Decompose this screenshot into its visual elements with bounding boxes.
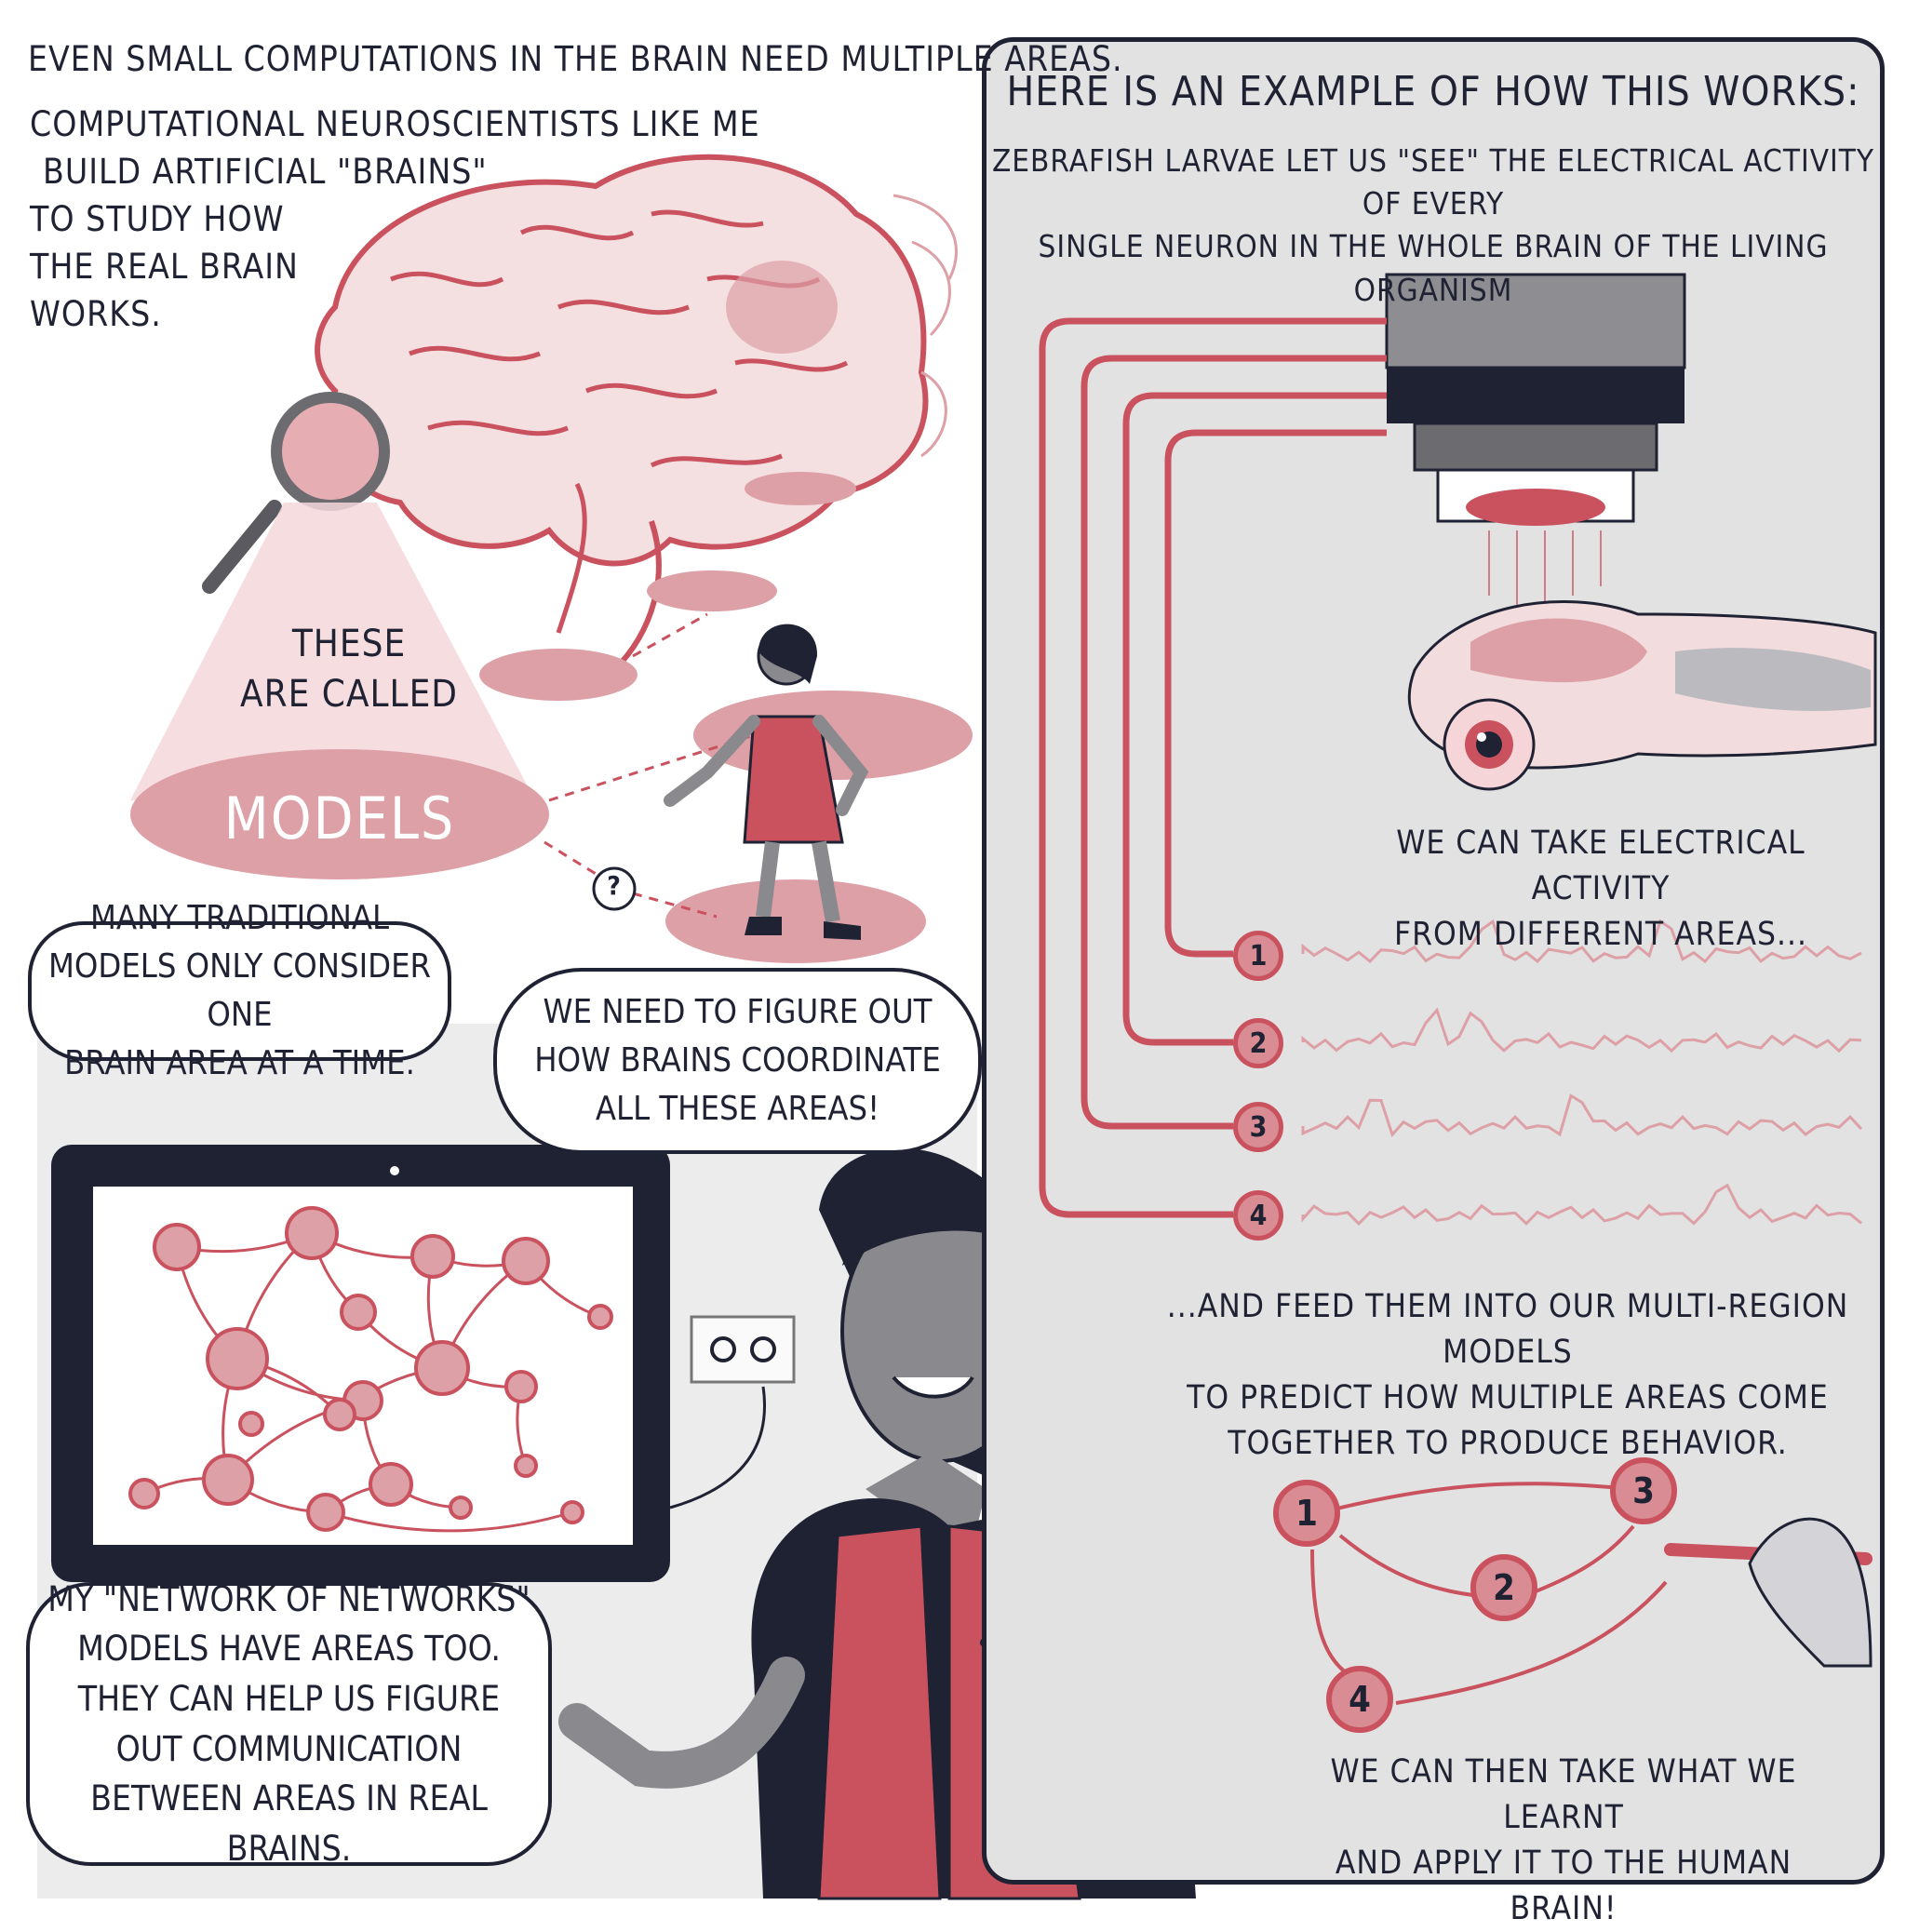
network-node	[502, 1237, 550, 1285]
graph-node-label: 1	[1295, 1493, 1318, 1534]
network-node	[206, 1327, 269, 1390]
network-node	[306, 1493, 345, 1532]
network-node	[323, 1398, 356, 1431]
network-node	[369, 1462, 413, 1507]
network-edge	[325, 1510, 573, 1533]
network-node	[449, 1496, 473, 1520]
network-node	[560, 1500, 584, 1524]
network-node	[410, 1234, 455, 1279]
apply-text: WE CAN THEN TAKE WHAT WE LEARNT AND APPL…	[1284, 1750, 1843, 1932]
graph-node-label: 4	[1349, 1679, 1371, 1720]
graph-node-label: 2	[1493, 1567, 1515, 1608]
graph-node-3: 3	[1610, 1457, 1677, 1524]
these-line-2: ARE CALLED	[239, 673, 459, 716]
bubble-line: THEY CAN HELP US FIGURE	[77, 1678, 501, 1719]
activity-traces	[1301, 919, 1863, 1227]
channel-4: 4	[1233, 1190, 1283, 1241]
intro-line-4: THE REAL BRAIN	[30, 247, 299, 288]
speech-bubble-coordinate: WE NEED TO FIGURE OUT HOW BRAINS COORDIN…	[493, 968, 982, 1154]
bubble-line: BETWEEN AREAS IN REAL BRAINS.	[90, 1778, 488, 1869]
graph-node-1: 1	[1273, 1480, 1340, 1547]
bubble-line: BRAIN AREA AT A TIME.	[64, 1044, 415, 1083]
zebrafish-text: ZEBRAFISH LARVAE LET US "SEE" THE ELECTR…	[987, 140, 1880, 312]
graph-node-2: 2	[1470, 1554, 1537, 1621]
network-node	[153, 1223, 201, 1271]
intro-line-2: BUILD ARTIFICIAL "BRAINS"	[43, 152, 488, 193]
graph-node-4: 4	[1326, 1666, 1393, 1733]
models-disk	[130, 749, 549, 879]
network-node	[340, 1294, 377, 1331]
network-node	[128, 1478, 160, 1509]
channel-label: 3	[1249, 1110, 1268, 1144]
bubble-line: WE NEED TO FIGURE OUT	[543, 992, 933, 1031]
feed-text: ...AND FEED THEM INTO OUR MULTI-REGION M…	[1154, 1284, 1861, 1467]
intro-block: COMPUTATIONAL NEUROSCIENTISTS LIKE ME BU…	[30, 101, 760, 338]
light-cone	[130, 503, 535, 800]
channel-2: 2	[1233, 1018, 1283, 1068]
feed-line-1: ...AND FEED THEM INTO OUR MULTI-REGION M…	[1166, 1288, 1849, 1371]
zebrafish-line-1: ZEBRAFISH LARVAE LET US "SEE" THE ELECTR…	[991, 142, 1875, 222]
magnifier-icon	[202, 392, 390, 594]
speech-bubble-traditional: MANY TRADITIONAL MODELS ONLY CONSIDER ON…	[28, 899, 451, 1082]
speech-bubble-network: MY "NETWORK OF NETWORKS" MODELS HAVE ARE…	[26, 1579, 552, 1869]
question-bubble	[592, 866, 637, 911]
channel-label: 2	[1249, 1026, 1268, 1060]
these-line-1: THESE	[291, 623, 407, 665]
channel-3: 3	[1233, 1102, 1283, 1152]
small-girl-figure	[664, 624, 869, 940]
intro-line-3: TO STUDY HOW	[30, 199, 285, 240]
wall-socket	[669, 1315, 796, 1509]
network-node	[504, 1370, 538, 1403]
bubble-line: MY "NETWORK OF NETWORKS"	[47, 1578, 530, 1619]
question-mark: ?	[607, 870, 622, 901]
network-node	[285, 1206, 339, 1260]
models-label: MODELS	[223, 785, 456, 852]
feed-line-3: TOGETHER TO PRODUCE BEHAVIOR.	[1228, 1425, 1788, 1462]
region-graph-edges	[1310, 1482, 1668, 1705]
apply-line-2: AND APPLY IT TO THE HUMAN BRAIN!	[1335, 1845, 1792, 1927]
feed-line-2: TO PREDICT HOW MULTIPLE AREAS COME	[1187, 1379, 1829, 1416]
intro-line-5: WORKS.	[30, 294, 162, 335]
bubble-line: OUT COMMUNICATION	[115, 1728, 463, 1769]
bubble-line: HOW BRAINS COORDINATE	[534, 1040, 941, 1080]
apply-line-1: WE CAN THEN TAKE WHAT WE LEARNT	[1330, 1753, 1797, 1836]
bubble-line: ALL THESE AREAS!	[595, 1090, 880, 1129]
bubble-line: MODELS ONLY CONSIDER ONE	[47, 946, 432, 1034]
channel-1: 1	[1233, 931, 1283, 981]
graph-node-label: 3	[1632, 1470, 1655, 1511]
bubble-line: MANY TRADITIONAL	[89, 898, 390, 937]
model-disk-small	[647, 570, 777, 611]
electrical-line-2: FROM DIFFERENT AREAS...	[1394, 916, 1807, 953]
electrical-line-1: WE CAN TAKE ELECTRICAL ACTIVITY	[1396, 825, 1805, 907]
microscope-objective	[1385, 273, 1686, 605]
network-node	[587, 1304, 613, 1330]
zebrafish-illustration	[1407, 600, 1877, 791]
network-node	[514, 1454, 538, 1478]
model-disk-small	[479, 649, 638, 701]
recording-wires	[1039, 317, 1387, 1218]
model-disk-girl-lower	[665, 879, 926, 963]
network-node	[202, 1454, 254, 1506]
channel-label: 4	[1249, 1199, 1268, 1232]
zebrafish-line-2: SINGLE NEURON IN THE WHOLE BRAIN OF THE …	[1038, 228, 1829, 308]
hand-with-pen	[1664, 1517, 1872, 1668]
these-are-called: THESE ARE CALLED	[233, 619, 465, 719]
panel-heading: HERE IS AN EXAMPLE OF HOW THIS WORKS:	[1006, 68, 1860, 115]
electrical-text: WE CAN TAKE ELECTRICAL ACTIVITY FROM DIF…	[1359, 821, 1843, 958]
bubble-line: MODELS HAVE AREAS TOO.	[77, 1629, 501, 1670]
intro-line-1: COMPUTATIONAL NEUROSCIENTISTS LIKE ME	[30, 104, 760, 144]
network-node	[414, 1340, 470, 1396]
model-disk-small	[745, 472, 856, 505]
network-node	[238, 1411, 264, 1437]
channel-label: 1	[1249, 939, 1268, 973]
intro-line: EVEN SMALL COMPUTATIONS IN THE BRAIN NEE…	[28, 39, 1123, 79]
